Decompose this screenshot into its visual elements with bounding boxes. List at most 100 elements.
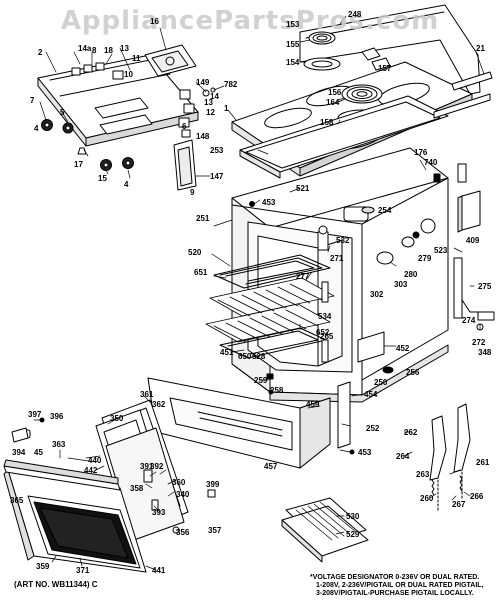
callout-2: 2 — [38, 48, 43, 57]
leader-lines — [33, 15, 485, 571]
callout-250: 250 — [374, 378, 388, 387]
callout-263: 263 — [416, 470, 430, 479]
callout-523: 523 — [434, 246, 448, 255]
clock-timer-module — [144, 44, 197, 77]
callout-442: 442 — [84, 466, 98, 475]
callout-454: 454 — [364, 390, 378, 399]
callout-15: 15 — [98, 174, 107, 183]
callout-528: 528 — [252, 352, 266, 361]
voltage-note-line-1: *VOLTAGE DESIGNATOR 0-236V OR DUAL RATED… — [310, 574, 480, 581]
callout-264: 264 — [396, 452, 410, 461]
main-top-tray-253 — [239, 95, 449, 179]
callout-18: 18 — [104, 46, 113, 55]
callout-521: 521 — [296, 184, 310, 193]
callout-365: 365 — [10, 496, 24, 505]
callout-259: 259 — [254, 376, 268, 385]
callout-164: 164 — [326, 98, 340, 107]
callout-348: 348 — [478, 348, 492, 357]
callout-362: 362 — [152, 400, 166, 409]
callout-363: 363 — [52, 440, 66, 449]
callout-148: 148 — [196, 132, 210, 141]
callout-451: 451 — [220, 348, 234, 357]
callout-176: 176 — [414, 148, 428, 157]
callout-252: 252 — [366, 424, 380, 433]
callout-251: 251 — [196, 214, 210, 223]
callout-271: 271 — [330, 254, 344, 263]
callout-6: 6 — [182, 122, 187, 131]
callout-280: 280 — [404, 270, 418, 279]
callout-371: 371 — [76, 566, 90, 575]
callout-10: 10 — [124, 70, 133, 79]
callout-266: 266 — [470, 492, 484, 501]
callout-457: 457 — [264, 462, 278, 471]
right-side-components — [343, 163, 495, 374]
callout-530: 530 — [346, 512, 360, 521]
callout-8: 8 — [92, 46, 97, 55]
callout-147: 147 — [210, 172, 224, 181]
callout-11: 11 — [132, 54, 141, 63]
callout-392: 392 — [150, 462, 164, 471]
callout-1: 1 — [224, 104, 229, 113]
callout-262: 262 — [404, 428, 418, 437]
callout-397: 397 — [28, 410, 42, 419]
callout-157: 157 — [378, 64, 392, 73]
callout-248: 248 — [348, 10, 362, 19]
callout-21: 21 — [476, 44, 485, 53]
callout-154: 154 — [286, 58, 300, 67]
voltage-note-line-3: 3-208V/PIGTAIL-PURCHASE PIGTAIL LOCALLY. — [316, 590, 474, 597]
callout-359: 359 — [36, 562, 50, 571]
callout-453a: 453 — [262, 198, 276, 207]
callout-520: 520 — [188, 248, 202, 257]
callout-265: 265 — [320, 332, 334, 341]
callout-399: 399 — [206, 480, 220, 489]
callout-14: 14 — [210, 92, 219, 101]
callout-272: 272 — [472, 338, 486, 347]
callout-391: 391 — [140, 462, 154, 471]
callout-45: 45 — [34, 448, 43, 457]
callout-651: 651 — [194, 268, 208, 277]
callout-156: 156 — [328, 88, 342, 97]
callout-358: 358 — [130, 484, 144, 493]
callout-149: 149 — [196, 78, 210, 87]
callout-254: 254 — [378, 206, 392, 215]
callout-253: 253 — [210, 146, 224, 155]
callout-267: 267 — [452, 500, 466, 509]
callout-740: 740 — [424, 158, 438, 167]
callout-16: 16 — [150, 17, 159, 26]
callout-261: 261 — [476, 458, 490, 467]
oven-sensor-parts — [317, 225, 329, 363]
callout-153: 153 — [286, 20, 300, 29]
callout-17: 17 — [74, 160, 83, 169]
callout-158: 158 — [320, 118, 334, 127]
callout-258: 258 — [270, 386, 284, 395]
callout-782: 782 — [224, 80, 238, 89]
voltage-note-line-2: 1-208V, 2-236V/PIGTAIL OR DUAL RATED PIG… — [316, 582, 484, 589]
callout-393: 393 — [152, 508, 166, 517]
callout-440: 440 — [88, 456, 102, 465]
callout-277: 277 — [296, 272, 310, 281]
broil-element — [213, 254, 331, 289]
callout-4a: 4 — [34, 124, 39, 133]
callout-7: 7 — [30, 96, 35, 105]
callout-14a: 14a — [78, 44, 92, 53]
callout-453b: 453 — [358, 448, 372, 457]
callout-340: 340 — [176, 490, 190, 499]
callout-361: 361 — [140, 390, 154, 399]
side-rail — [433, 71, 493, 119]
callout-256: 256 — [406, 368, 420, 377]
callout-409: 409 — [466, 236, 480, 245]
callout-274: 274 — [462, 316, 476, 325]
callout-275: 275 — [478, 282, 492, 291]
callout-650: 650 — [238, 352, 252, 361]
infinite-switches — [178, 87, 216, 138]
callout-652: 652 — [316, 328, 330, 337]
oven-door-assembly — [3, 399, 471, 573]
callout-357: 357 — [208, 526, 222, 535]
callout-302: 302 — [370, 290, 384, 299]
callout-9: 9 — [190, 188, 195, 197]
callout-350: 350 — [110, 414, 124, 423]
callout-13a: 13 — [120, 44, 129, 53]
callout-12: 12 — [206, 108, 215, 117]
callout-279: 279 — [418, 254, 432, 263]
